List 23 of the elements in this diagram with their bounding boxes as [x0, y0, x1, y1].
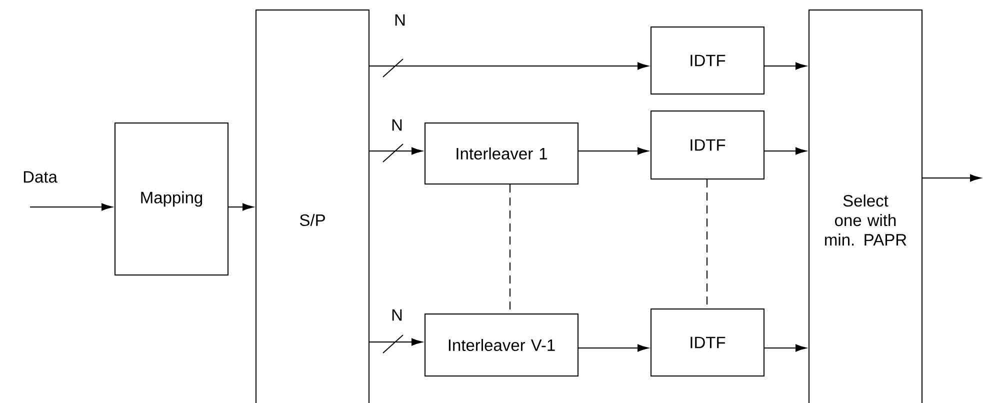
arrow	[578, 344, 649, 352]
block-box: Select one with min. PAPR	[808, 10, 922, 403]
arrow	[228, 203, 254, 211]
block-box: IDTF	[650, 110, 764, 180]
block-box: S/P	[256, 10, 370, 403]
arrow	[369, 62, 649, 70]
block-box: Interleaver V-1	[424, 314, 578, 376]
arrow	[369, 338, 423, 346]
arrow	[764, 147, 807, 155]
edge-label: N	[393, 13, 407, 27]
arrow	[369, 147, 423, 155]
edge-label: N	[390, 308, 404, 322]
edge-label: N	[390, 118, 404, 132]
block-box: IDTF	[650, 26, 764, 94]
block-box: Mapping	[114, 122, 228, 276]
block-box: Interleaver 1	[424, 122, 578, 184]
block-box: IDTF	[650, 308, 764, 376]
arrow	[922, 174, 981, 182]
arrow	[764, 62, 807, 70]
edge-label: Data	[22, 170, 58, 184]
arrow	[764, 344, 807, 352]
arrow	[30, 203, 113, 211]
arrow	[578, 147, 649, 155]
